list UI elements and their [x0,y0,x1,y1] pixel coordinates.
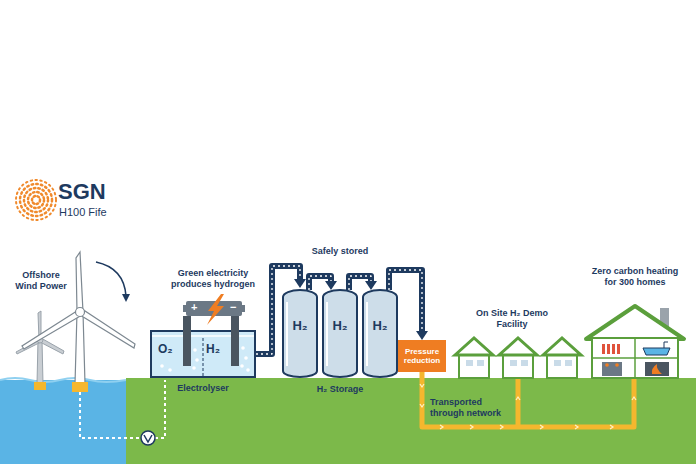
rotation-arrow [96,262,126,296]
arrowhead [325,281,337,290]
electrolyser-tank: O₂H₂Electrolyser [150,330,256,378]
arrowhead [416,331,428,340]
highlight [366,302,368,366]
membrane [203,338,204,376]
electrolyte [151,331,255,377]
cylinder-outline [362,288,398,378]
arrowhead [365,281,377,290]
node-caption: Electrolyser [130,383,276,393]
power-cable [155,380,165,438]
bubble [192,366,196,370]
terminal-sign: + [191,302,197,313]
storage-cylinder: H₂ [282,288,318,378]
wave [0,378,126,382]
bubble [240,364,244,368]
foundation [72,382,88,392]
gas-formula: O₂ [158,342,173,356]
cylinder-outline [322,288,358,378]
tap [664,342,668,348]
electrode [231,316,239,366]
pipe-flow [349,276,371,290]
highlight [286,302,288,366]
cylinder-body [363,290,397,377]
bubble [244,356,248,360]
home-body [592,338,678,378]
bubble [168,368,172,372]
logo-text: SGN [58,181,106,203]
bubble [195,358,199,362]
home-rooms [592,338,678,378]
meter-symbol [141,431,155,445]
cylinder-body [283,290,317,377]
bubble [193,348,197,352]
pipe-connector [309,276,337,290]
home-roof [586,306,684,339]
caption: Safely stored [298,246,382,257]
logo-rings [16,180,56,220]
pipe [309,276,331,290]
caption: Transported through network [430,397,514,419]
logo-subtitle: H100 Fife [59,207,107,218]
pressure-reducer-box: Pressure reduction [398,340,446,372]
caption: Zero carbon heating for 300 homes [590,266,680,288]
lightning-bolt [207,294,224,325]
gas-formula: H₂ [362,288,398,333]
terminal-sign: − [230,302,236,313]
hob-ring [615,363,619,367]
hob-ring [605,363,609,367]
arrowhead [294,279,306,288]
bubble [246,368,250,372]
sea [0,380,126,464]
gas-formula: H₂ [282,288,318,333]
gas-formula: H₂ [206,342,220,356]
box-text: Pressure reduction [400,347,444,365]
highlight [326,302,328,366]
foundation [34,382,46,390]
meter-symbol [144,435,152,442]
caption: On Site H₂ Demo Facility [470,308,554,330]
cooker [602,362,622,376]
cylinder-body [323,290,357,377]
battery-terminal [183,305,186,312]
storage-cylinder: H₂ [322,288,358,378]
caption: Green electricity produces hydrogen [160,268,266,290]
fireplace [645,362,669,376]
gas-network [422,372,634,427]
caption: H₂ Storage [296,384,384,395]
pipe-flow [309,276,331,290]
cylinder-outline [282,288,318,378]
bubble [241,346,245,350]
demo-houses [455,338,581,378]
electrode [183,316,191,366]
caption: Offshore Wind Power [12,270,70,292]
flow-chevrons [420,384,636,429]
bubble [160,364,164,368]
flame [652,364,662,374]
gas-formula: H₂ [322,288,358,333]
storage-cylinder: H₂ [362,288,398,378]
rotation-arrowhead [122,294,130,302]
house-windows [466,360,572,366]
pipe [349,276,371,290]
power-cable [80,392,141,438]
pipe-connector [349,276,377,290]
radiator [602,344,620,354]
ground [126,378,696,464]
bath [643,348,670,355]
battery-terminal [242,305,245,312]
